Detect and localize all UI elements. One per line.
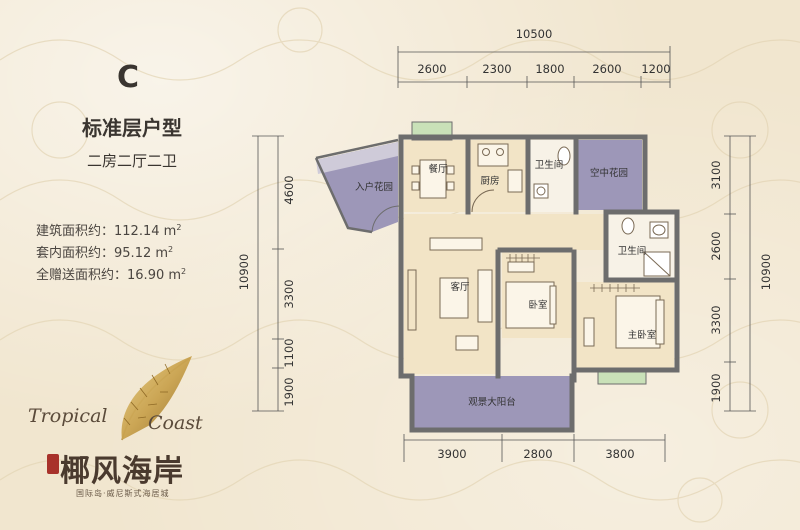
dim-left-1: 4600	[282, 175, 296, 204]
toilet-top-icon	[533, 146, 571, 199]
room-label-bath-top: 卫生间	[535, 159, 564, 171]
master-bed-icon	[583, 295, 665, 349]
brand-english-right: Coast	[148, 412, 203, 434]
brand-chinese-name: 椰风海岸	[60, 454, 184, 489]
bedroom-bed-icon	[505, 261, 557, 329]
dim-bottom-3: 3800	[605, 447, 634, 461]
dim-left-3: 1100	[282, 338, 296, 367]
entry-door-icon	[371, 205, 401, 233]
dining-table-icon	[411, 159, 455, 199]
unit-subtitle: 二房二厅二卫	[86, 152, 177, 170]
bottom-dimension-lines	[403, 434, 666, 462]
tv-cabinet-icon	[407, 269, 417, 331]
area-label: 全赠送面积约：	[36, 268, 128, 283]
dim-top-3: 1800	[535, 62, 564, 76]
area-label: 建筑面积约：	[36, 224, 115, 239]
room-label-dining: 餐厅	[428, 163, 448, 175]
dim-right-3: 3300	[709, 305, 723, 334]
unit-title: 标准层户型	[82, 116, 182, 140]
room-label-kitchen: 厨房	[480, 175, 499, 187]
dim-top-2: 2300	[482, 62, 511, 76]
dim-top-5: 1200	[641, 62, 670, 76]
kitchen-door-icon	[471, 189, 495, 213]
room-label-sky-garden: 空中花园	[590, 167, 628, 179]
area-value: 95.12 m	[114, 246, 169, 261]
brand-tagline: 国际岛·威尼斯式海居城	[76, 489, 170, 498]
room-label-entry-garden: 入户花园	[355, 181, 393, 193]
brand-seal-icon	[47, 454, 59, 474]
left-dimension-lines	[252, 135, 284, 412]
dim-right-2: 2600	[709, 231, 723, 260]
dim-top-total: 10500	[516, 27, 553, 41]
entry-walls	[314, 138, 399, 234]
bath-right-fixtures-icon	[621, 217, 671, 277]
master-wardrobe-icon	[590, 284, 640, 292]
sofa-icon	[429, 237, 493, 351]
walls	[398, 134, 680, 433]
room-label-bath-right: 卫生间	[618, 245, 647, 257]
living-lower-area	[404, 340, 498, 374]
area-row-building: 建筑面积约：112.14 m2	[36, 220, 181, 239]
room-label-master-bedroom: 主卧室	[628, 329, 657, 341]
entry-canopy	[316, 142, 398, 174]
unit-letter: C	[116, 60, 140, 95]
dim-bottom-2: 2800	[523, 447, 552, 461]
area-label: 套内面积约：	[36, 246, 115, 261]
area-row-bonus: 全赠送面积约：16.90 m2	[36, 264, 186, 283]
bedroom-wardrobe-icon	[506, 254, 540, 262]
dim-right-4: 1900	[709, 373, 723, 402]
room-label-balcony: 观景大阳台	[468, 396, 516, 408]
brand-english-left: Tropical	[28, 405, 108, 427]
dim-left-4: 1900	[282, 377, 296, 406]
area-value: 112.14 m	[114, 224, 177, 239]
kitchen-stove-icon	[477, 143, 523, 193]
area-row-interior: 套内面积约：95.12 m2	[36, 242, 173, 261]
sky-garden-area	[578, 140, 642, 210]
area-unit-sup: 2	[176, 223, 182, 232]
balcony-area	[414, 376, 570, 428]
room-label-bedroom: 卧室	[528, 299, 547, 311]
area-unit-sup: 2	[168, 245, 174, 254]
dim-left-2: 3300	[282, 279, 296, 308]
dim-top-4: 2600	[592, 62, 621, 76]
dim-bottom-1: 3900	[437, 447, 466, 461]
dim-right-total: 10900	[759, 254, 773, 291]
dim-right-1: 3100	[709, 160, 723, 189]
dim-left-total: 10900	[237, 254, 251, 291]
dim-top-1: 2600	[417, 62, 446, 76]
area-value: 16.90 m	[127, 268, 182, 283]
top-dimension-lines	[397, 46, 671, 88]
right-dimension-lines	[724, 135, 756, 412]
area-unit-sup: 2	[181, 267, 187, 276]
room-label-living: 客厅	[450, 281, 470, 293]
